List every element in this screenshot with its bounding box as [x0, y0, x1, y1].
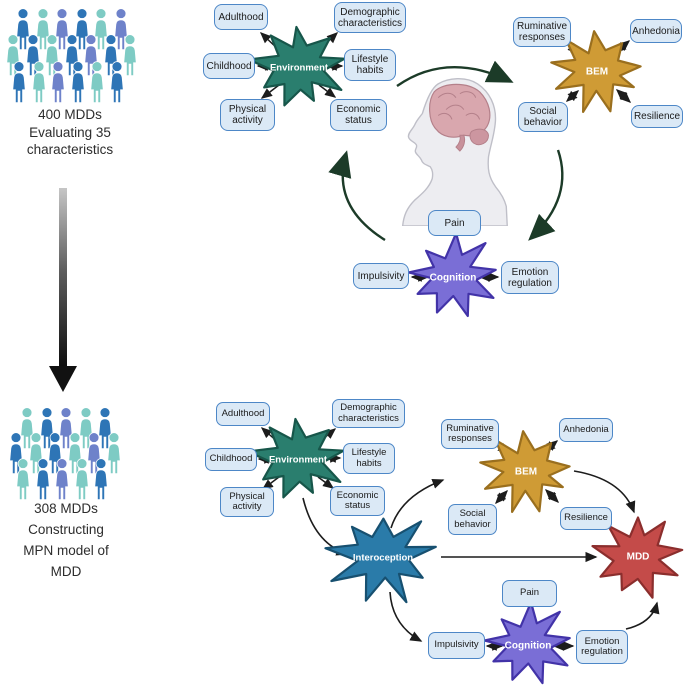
box-lifestyle-habits-top: Lifestyle habits	[344, 49, 396, 81]
person-icon	[78, 407, 93, 449]
box-resilience-bottom: Resilience	[560, 507, 612, 530]
person-icon	[106, 432, 121, 474]
star-shape	[479, 430, 571, 513]
caption-308-mdds: 308 MDDs Constructing MPN model of MDD	[0, 498, 132, 582]
caption-400-mdds: 400 MDDs Evaluating 35 characteristics	[0, 106, 140, 159]
box-economic-status-bottom: Economic status	[330, 486, 385, 516]
person-icon	[90, 61, 104, 103]
box-anhedonia-top: Anhedonia	[630, 19, 682, 43]
box-lifestyle-habits-bottom: Lifestyle habits	[343, 443, 395, 474]
person-icon	[51, 61, 65, 103]
star-interoception: Interoception	[324, 517, 437, 604]
caption-line: MPN model of	[23, 543, 109, 558]
box-ruminative-responses-bottom: Ruminative responses	[441, 419, 499, 449]
person-icon	[94, 458, 108, 500]
person-icon	[123, 34, 137, 76]
person-icon	[16, 8, 30, 50]
star-label: Environment	[269, 455, 328, 466]
star-bem-bottom: BEM	[479, 430, 571, 513]
crowd-400-mdds	[2, 7, 142, 107]
star-label: Interoception	[353, 553, 413, 564]
box-impulsivity-bottom: Impulsivity	[428, 632, 485, 659]
caption-line: Evaluating 35	[29, 124, 111, 140]
box-emotion-regulation-top: Emotion regulation	[501, 261, 559, 294]
head-brain-illustration	[401, 78, 508, 226]
caption-line: 308 MDDs	[34, 501, 98, 516]
box-demographic-characteristics-top: Demographic characteristics	[334, 2, 406, 33]
star-environment-top: Environment	[247, 25, 346, 107]
star-label: Environment	[270, 63, 329, 74]
star-shape	[483, 601, 571, 685]
person-icon	[35, 458, 50, 500]
person-icon	[113, 8, 128, 50]
person-icon	[74, 458, 89, 500]
caption-line: Constructing	[28, 522, 104, 537]
person-icon	[74, 8, 89, 50]
box-social-behavior-top: Social behavior	[518, 102, 568, 132]
star-shape	[407, 232, 497, 318]
box-anhedonia-bottom: Anhedonia	[559, 418, 613, 442]
person-icon	[12, 61, 26, 103]
star-label: Cognition	[430, 273, 477, 284]
person-icon	[59, 407, 73, 449]
cerebellum	[469, 128, 489, 146]
star-shape	[550, 30, 642, 113]
box-impulsivity-top: Impulsivity	[353, 263, 409, 289]
person-icon	[70, 61, 85, 103]
person-icon	[39, 407, 54, 449]
crowd-308-mdds	[2, 406, 132, 506]
star-environment-bottom: Environment	[246, 417, 345, 499]
star-cognition-top: Cognition	[407, 232, 497, 318]
person-icon	[94, 8, 108, 50]
star-label: MDD	[627, 552, 650, 563]
box-physical-activity-bottom: Physical activity	[220, 487, 274, 517]
box-emotion-regulation-bottom: Emotion regulation	[576, 630, 628, 664]
caption-line: 400 MDDs	[38, 107, 102, 122]
star-label: BEM	[586, 67, 608, 78]
brain-gyri-lines	[437, 91, 481, 120]
person-icon	[109, 61, 124, 103]
box-pain-top: Pain	[428, 210, 481, 236]
person-icon	[55, 8, 69, 50]
person-icon	[35, 8, 50, 50]
box-physical-activity-top: Physical activity	[220, 99, 275, 131]
box-adulthood-bottom: Adulthood	[216, 402, 270, 426]
person-icon	[98, 407, 112, 449]
person-icon	[16, 458, 30, 500]
head-silhouette	[401, 78, 508, 226]
box-demographic-characteristics-bottom: Demographic characteristics	[332, 399, 405, 428]
person-icon	[31, 61, 46, 103]
box-adulthood-top: Adulthood	[214, 4, 268, 30]
star-cognition-bottom: Cognition	[483, 601, 571, 685]
box-economic-status-top: Economic status	[330, 99, 387, 131]
box-pain-bottom: Pain	[502, 580, 557, 607]
person-icon	[55, 458, 69, 500]
box-childhood-top: Childhood	[203, 53, 255, 79]
caption-line: MDD	[50, 564, 82, 579]
box-ruminative-responses-top: Ruminative responses	[513, 17, 571, 47]
star-shape	[247, 25, 346, 107]
star-bem-top: BEM	[550, 30, 642, 113]
star-shape	[324, 517, 437, 604]
star-label: Cognition	[505, 641, 552, 652]
brainstem	[455, 134, 466, 152]
down-arrow	[49, 188, 77, 392]
box-social-behavior-bottom: Social behavior	[448, 504, 497, 535]
caption-line: characteristics	[26, 142, 114, 157]
star-shape	[246, 417, 345, 499]
box-childhood-bottom: Childhood	[205, 448, 257, 471]
brain-icon	[429, 83, 491, 138]
star-label: BEM	[515, 467, 537, 478]
star-shape	[591, 516, 684, 599]
star-mdd: MDD	[591, 516, 684, 599]
box-resilience-top: Resilience	[631, 105, 683, 128]
person-icon	[20, 407, 34, 449]
